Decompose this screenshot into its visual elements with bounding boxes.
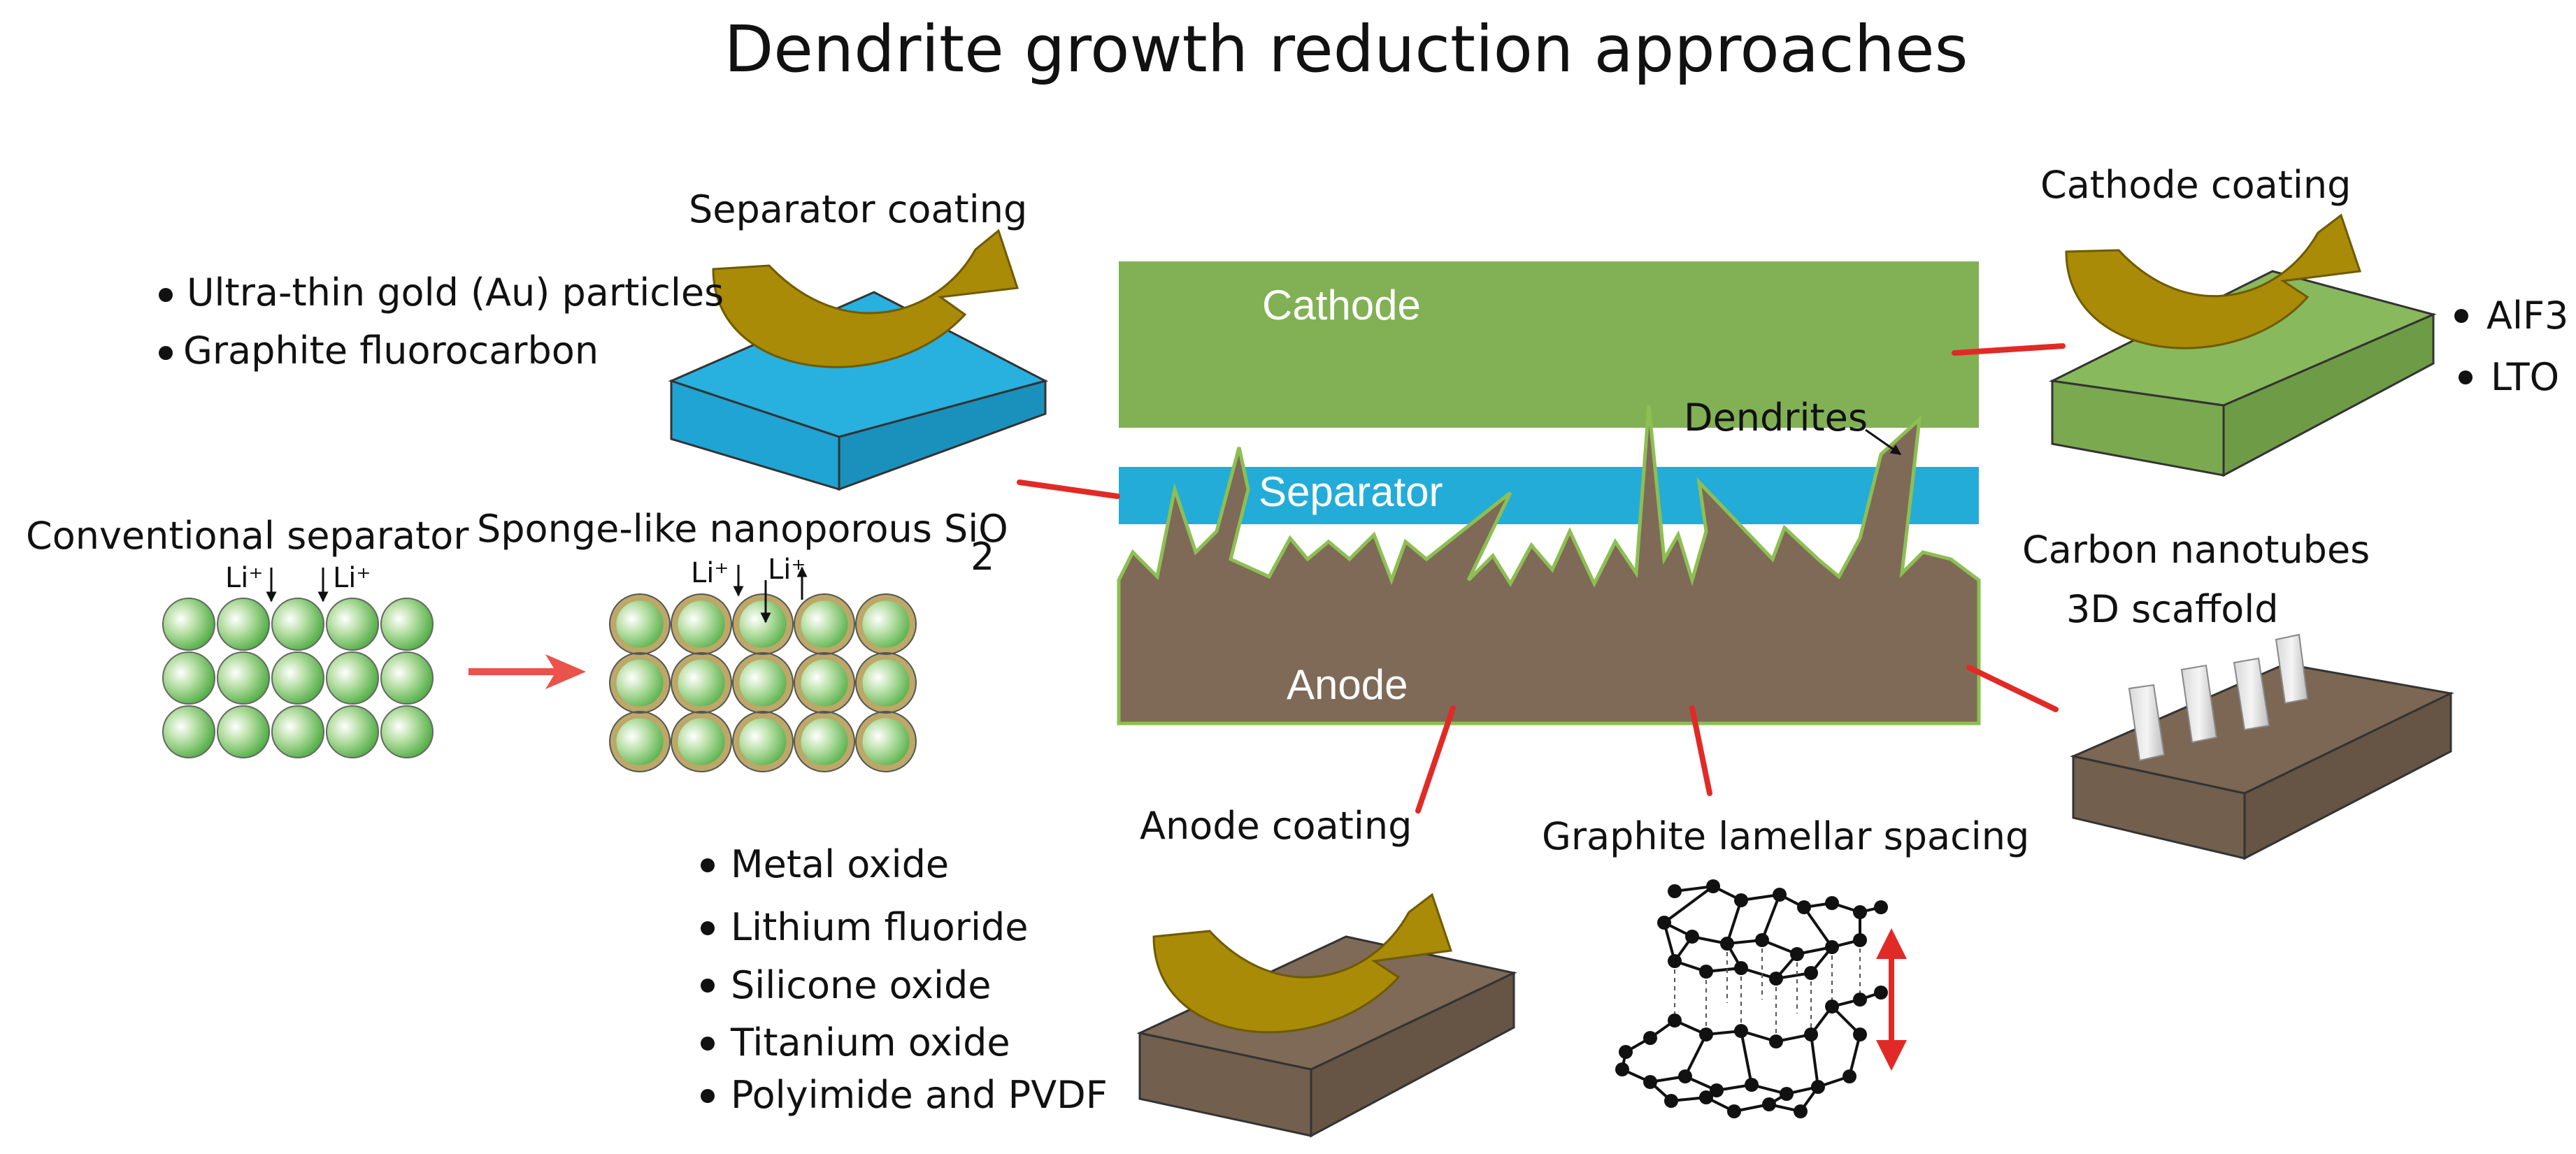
diagram-title: Dendrite growth reduction approaches [724,12,1968,87]
spacing-double-arrow-icon [1876,928,1907,1071]
nanotubes-line-1: Carbon nanotubes [2022,528,2370,572]
dendrites-label: Dendrites [1684,396,1868,440]
separator-layer [1119,467,1979,524]
transition-arrow-icon [468,654,586,689]
bullet-icon [701,858,715,872]
anode-with-dendrites [1117,405,1981,726]
carbon-nanotubes-group: Carbon nanotubes 3D scaffold [2022,528,2454,860]
nanotube-base-block [2070,663,2454,860]
conventional-separator-title: Conventional separator [26,514,469,558]
battery-cell: Cathode Separator Anode Dendrites [1117,261,1981,726]
bullet-icon [159,288,173,302]
anode-coating-title: Anode coating [1140,804,1412,848]
conventional-balls [162,598,434,758]
graphite-spacing-title: Graphite lamellar spacing [1542,814,2029,858]
pointer-graphite [1689,705,1712,796]
pointer-cathode [1952,343,2066,356]
separator-coating-group: Separator coating Ultra-thin gold (Au) p… [159,187,1049,491]
pointer-anode [1415,705,1456,814]
separator-coating-item-2: Graphite fluorocarbon [183,329,599,373]
block-right [2222,312,2435,477]
pointer-lines [1017,343,2066,814]
anode-coating-item-4: Titanium oxide [730,1020,1010,1065]
conventional-separator-group: Conventional separator Li⁺ Li⁺ [26,514,469,758]
li-ion-label: Li⁺ [768,554,806,586]
nanotubes-line-2: 3D scaffold [2066,587,2279,631]
dendrites-pointer [1865,428,1902,456]
bullet-icon [701,1089,715,1103]
bullet-icon [2459,370,2473,384]
sponge-separator-subscript: 2 [971,535,994,579]
block-right [838,380,1047,491]
anode-coating-item-3: Silicone oxide [731,963,991,1007]
pointer-nanotubes [1966,665,2059,712]
cathode-label: Cathode [1262,282,1421,329]
anode-coating-item-2: Lithium fluoride [731,905,1028,949]
bullet-icon [701,979,715,993]
coating-arrow-icon [1152,893,1453,1034]
sponge-ball-outlines [609,593,917,772]
sponge-separator-group: Sponge-like nanoporous SiO 2 Li⁺ Li⁺ [477,507,1008,772]
cathode-layer [1119,261,1979,428]
block-right [2243,691,2452,860]
anode-coating-group: Anode coating Metal oxide Lithium fluori… [701,804,1517,1138]
anode-coating-item-5: Polyimide and PVDF [731,1073,1108,1117]
nanotube-icons [2128,633,2309,762]
coating-arrow-icon [712,229,1019,368]
cathode-coating-title: Cathode coating [2040,163,2351,207]
separator-coating-title: Separator coating [689,187,1027,231]
cathode-coating-item-1: AlF3 [2486,294,2568,338]
cathode-coating-item-2: LTO [2491,355,2559,399]
graphite-spacing-lines [1674,940,1861,1041]
graphite-atoms [1615,879,1888,1118]
anode-coating-item-1: Metal oxide [731,842,949,886]
graphite-lower-layer [1620,991,1882,1113]
graphite-spacing-group: Graphite lamellar spacing [1542,814,2029,1118]
block-right [1310,971,1515,1138]
bullet-icon [701,921,715,935]
bullet-icon [701,1037,715,1051]
bullet-icon [159,346,173,360]
pointer-separator [1017,479,1120,499]
li-ion-label: Li⁺ [225,562,264,594]
anode-label: Anode [1287,661,1408,708]
sponge-separator-title: Sponge-like nanoporous SiO [477,507,1008,551]
coating-arrow-icon [2065,213,2362,349]
separator-label: Separator [1259,468,1443,515]
cathode-coating-group: Cathode coating AlF3 LTO [2040,163,2568,477]
sponge-balls [610,594,916,772]
separator-coating-item-1: Ultra-thin gold (Au) particles [187,271,724,315]
bullet-icon [2454,309,2468,323]
li-ion-label: Li⁺ [691,557,729,589]
li-ion-label: Li⁺ [333,562,371,594]
